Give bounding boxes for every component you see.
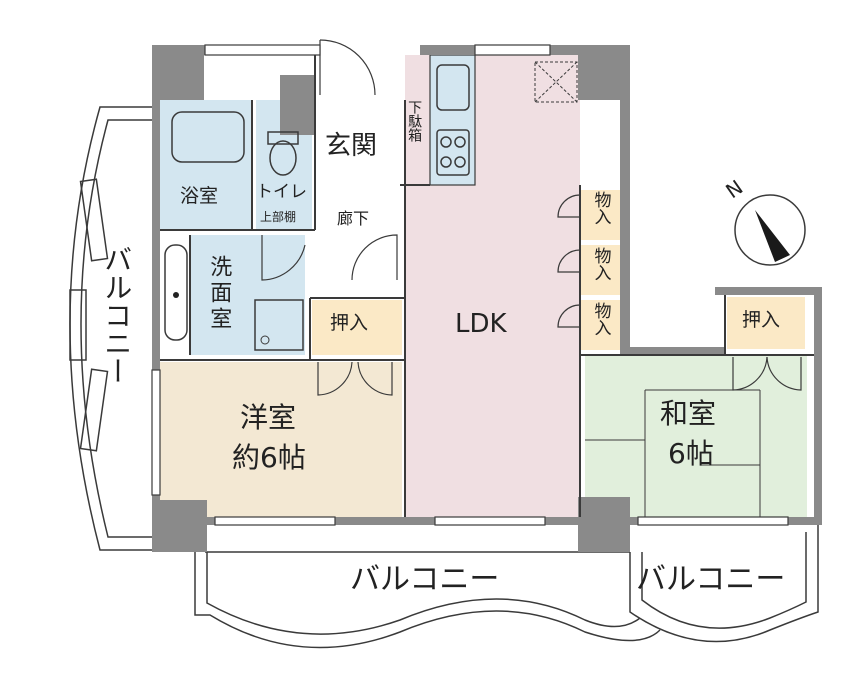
- label-storage-3: 物入: [590, 302, 611, 336]
- compass-icon: [734, 194, 806, 266]
- closet-jp-floor: [727, 297, 805, 349]
- toilet-bowl: [269, 140, 297, 176]
- label-balcony-bottom: バルコニー: [350, 562, 500, 597]
- windows: [151, 44, 789, 526]
- japanese-room-floor: [585, 355, 807, 517]
- balcony-left: [69, 106, 152, 551]
- label-closet-jp: 押入: [742, 309, 781, 331]
- kitchen-sink: [436, 64, 470, 111]
- stove-icon: [436, 129, 470, 176]
- bathtub: [171, 111, 245, 163]
- label-ldk: LDK: [455, 309, 507, 339]
- western-room-floor: [160, 362, 402, 517]
- label-washroom: 洗面室: [206, 255, 232, 333]
- doors: [261, 39, 802, 396]
- label-balcony-left: バルコニー: [100, 245, 134, 385]
- pan-drain: [260, 335, 270, 345]
- label-japanese-size: 6帖: [668, 437, 714, 470]
- drain: [173, 292, 179, 298]
- label-western-size: 約6帖: [232, 441, 306, 474]
- ldk-floor-upper: [475, 55, 580, 100]
- label-getabako: 下駄箱: [406, 100, 423, 142]
- interior-lines: [160, 55, 814, 517]
- label-western-name: 洋室: [240, 401, 297, 434]
- washbasin: [164, 244, 188, 341]
- label-corridor: 廊下: [337, 209, 370, 228]
- storage-3-floor: [580, 300, 625, 350]
- label-bath: 浴室: [180, 185, 219, 207]
- label-storage-2: 物入: [590, 247, 611, 281]
- label-closet-west: 押入: [330, 312, 369, 334]
- label-balcony-right: バルコニー: [636, 562, 786, 597]
- toilet-tank: [267, 131, 299, 145]
- vent-icon: [534, 61, 578, 103]
- storage-1-floor: [580, 190, 625, 240]
- label-japanese-name: 和室: [660, 397, 717, 430]
- label-toilet: トイレ: [256, 182, 307, 202]
- balcony-right: [629, 522, 819, 643]
- label-upper-shelf: 上部棚: [260, 210, 297, 224]
- label-storage-1: 物入: [590, 191, 611, 225]
- laundry-pan: [254, 299, 304, 351]
- washroom-floor: [190, 235, 305, 355]
- tatami-lines: [585, 389, 761, 517]
- bath-floor: [160, 100, 252, 230]
- balcony-bottom: [194, 551, 661, 649]
- closet-west-floor: [312, 300, 402, 355]
- label-genkan: 玄関: [325, 131, 378, 161]
- storage-2-floor: [580, 245, 625, 295]
